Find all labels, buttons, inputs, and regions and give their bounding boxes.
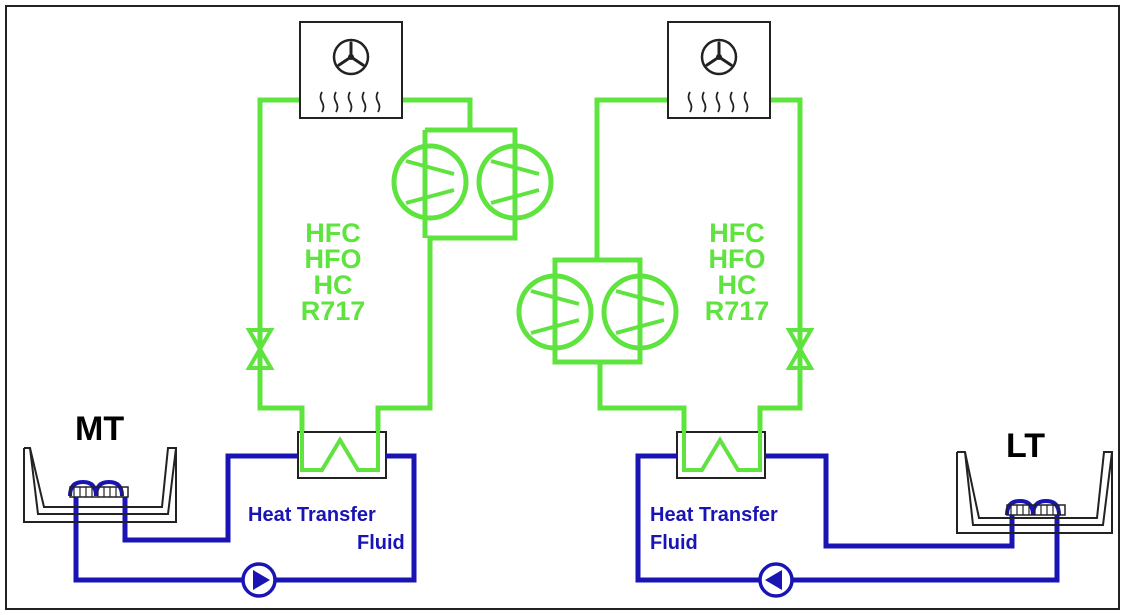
lt-condenser (667, 21, 771, 119)
mt-fluid-label-line2: Fluid (357, 532, 405, 554)
fan-icon (332, 38, 370, 76)
lt-display-case (956, 451, 1113, 534)
lt-pump-icon (758, 562, 794, 598)
lt-fluid-loop (635, 453, 1060, 583)
lt-fluid-label-line2: Fluid (650, 532, 698, 554)
lt-evaporator-coil-icon (1005, 498, 1066, 516)
mt-refrigerant-1: HFC (305, 218, 361, 248)
lt-refrigerant-loop (552, 97, 803, 440)
mt-evaporator-coil-icon (68, 479, 129, 498)
lt-refrigerant-2: HFO (709, 244, 766, 274)
mt-heat-exchanger (297, 430, 387, 479)
mt-fluid-loop (73, 453, 417, 583)
diagram-frame (5, 5, 1120, 610)
mt-pump-icon (241, 562, 277, 598)
lt-temperature-label: LT (1006, 427, 1045, 465)
mt-display-case (23, 447, 177, 523)
mt-compressor-2 (476, 143, 554, 221)
mt-system: HFC HFO HC R717 MT Heat Transfer Fluid (23, 21, 554, 598)
mt-refrigerant-4: R717 (301, 296, 366, 326)
lt-refrigerant-1: HFC (709, 218, 765, 248)
condenser-coil-icon (687, 91, 749, 113)
lt-compressor-1 (516, 273, 594, 351)
lt-compressor-2 (601, 273, 679, 351)
fan-icon (700, 38, 738, 76)
mt-refrigerant-3: HC (314, 270, 353, 300)
lt-refrigerant-3: HC (718, 270, 757, 300)
mt-expansion-valve-icon (245, 328, 275, 370)
lt-refrigerant-4: R717 (705, 296, 770, 326)
mt-temperature-label: MT (75, 410, 124, 448)
condenser-coil-icon (319, 91, 381, 113)
lt-expansion-valve-icon (785, 328, 815, 370)
lt-system: HFC HFO HC R717 LT Heat Transfer Fluid (516, 21, 1113, 598)
mt-fluid-label-line1: Heat Transfer (248, 504, 376, 526)
lt-fluid-label-line1: Heat Transfer (650, 504, 778, 526)
mt-refrigerant-loop (257, 97, 518, 440)
mt-compressor-1 (391, 143, 469, 221)
lt-heat-exchanger (676, 430, 766, 479)
mt-condenser (299, 21, 403, 119)
mt-refrigerant-2: HFO (305, 244, 362, 274)
